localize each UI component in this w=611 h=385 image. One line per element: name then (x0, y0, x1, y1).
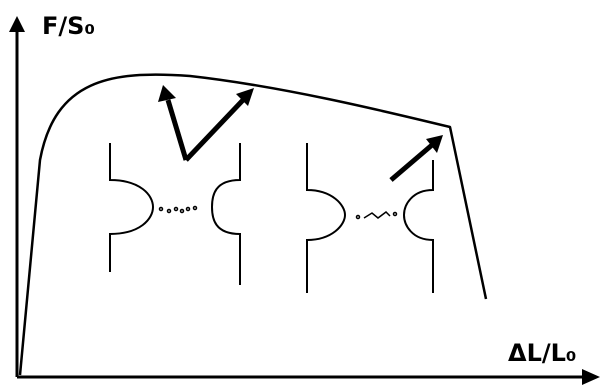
left-specimen-left-profile (110, 143, 153, 272)
right-up-arrow (186, 88, 254, 160)
necking-specimen-crack (307, 143, 433, 293)
x-axis-label: ΔL/L₀ (508, 339, 576, 367)
left-up-arrow (158, 85, 186, 160)
crack-right-void (394, 213, 397, 216)
necking-specimen-voids (110, 143, 240, 285)
right-specimen-right-profile (404, 160, 433, 293)
left-specimen-right-profile (212, 143, 240, 285)
crack-line (364, 212, 390, 218)
stress-strain-curve (20, 75, 486, 375)
fracture-arrow (391, 135, 443, 180)
y-axis-label: F/S₀ (42, 12, 95, 40)
void-dots (160, 207, 197, 213)
x-axis-arrowhead (582, 369, 600, 385)
crack-left-void (357, 216, 360, 219)
right-specimen-left-profile (307, 143, 345, 293)
y-axis-arrowhead (9, 16, 25, 32)
